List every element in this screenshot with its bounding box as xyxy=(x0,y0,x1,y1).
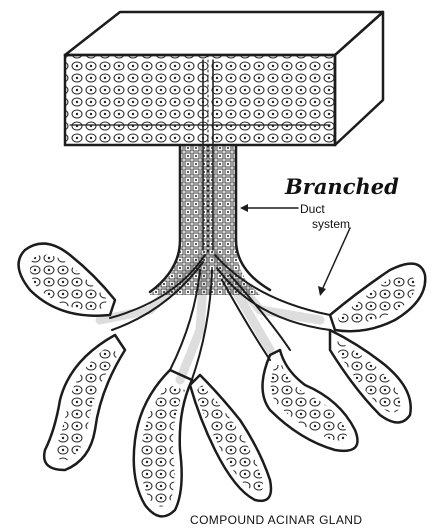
acinus-right-middle xyxy=(330,330,411,423)
duct-label: Duct xyxy=(300,202,325,216)
acinus-left-upper xyxy=(19,244,115,316)
arrowhead-branch xyxy=(318,286,326,296)
branched-heading: Branched xyxy=(284,174,399,199)
acinus-center-lower xyxy=(134,370,271,516)
acinus-right-lower xyxy=(263,350,358,451)
arrowhead-main-duct xyxy=(240,204,248,212)
system-label: system xyxy=(312,217,350,231)
acinus-left-middle xyxy=(44,335,125,470)
leader-line-branch xyxy=(322,228,350,290)
figure-caption: COMPOUND ACINAR GLAND xyxy=(190,513,362,527)
epithelium-block xyxy=(65,12,383,145)
acinus-right-upper xyxy=(330,264,425,332)
annotation: Branched Duct system xyxy=(240,174,399,296)
